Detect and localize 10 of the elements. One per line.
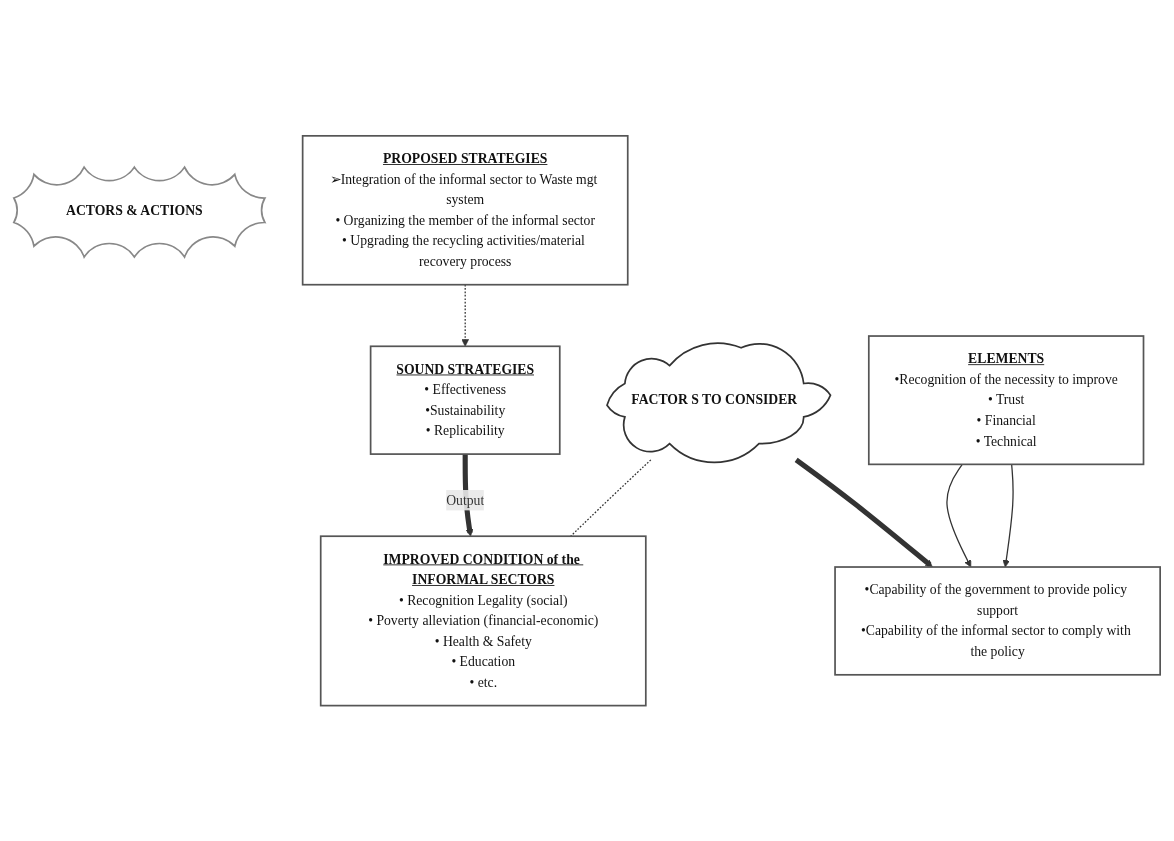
connector [570, 458, 652, 537]
arrow [794, 457, 933, 568]
arrow [1002, 463, 1014, 568]
node-box: IMPROVED CONDITION of the INFORMAL SECTORS • Recognition Legality (social) • Poverty alleviation (financial-economic) • Health & Safety • Education • etc. [319, 535, 647, 707]
node-box: PROPOSED STRATEGIES ➢Integration of the informal sector to Waste mgt system • Organizing the member of the informal sector • Upgrading the recycling activities/material recovery process [301, 134, 629, 286]
arrow [946, 463, 972, 568]
node-box: •Capability of the government to provide policy support •Capability of the informal sector to comply with the policy [834, 565, 1161, 676]
node-box: SOUND STRATEGIES • Effectiveness •Sustainability • Replicability [369, 345, 561, 455]
edge-label: Output [446, 492, 485, 507]
node-box: ELEMENTS •Recognition of the necessity to improve • Trust • Financial • Technical [867, 334, 1145, 465]
